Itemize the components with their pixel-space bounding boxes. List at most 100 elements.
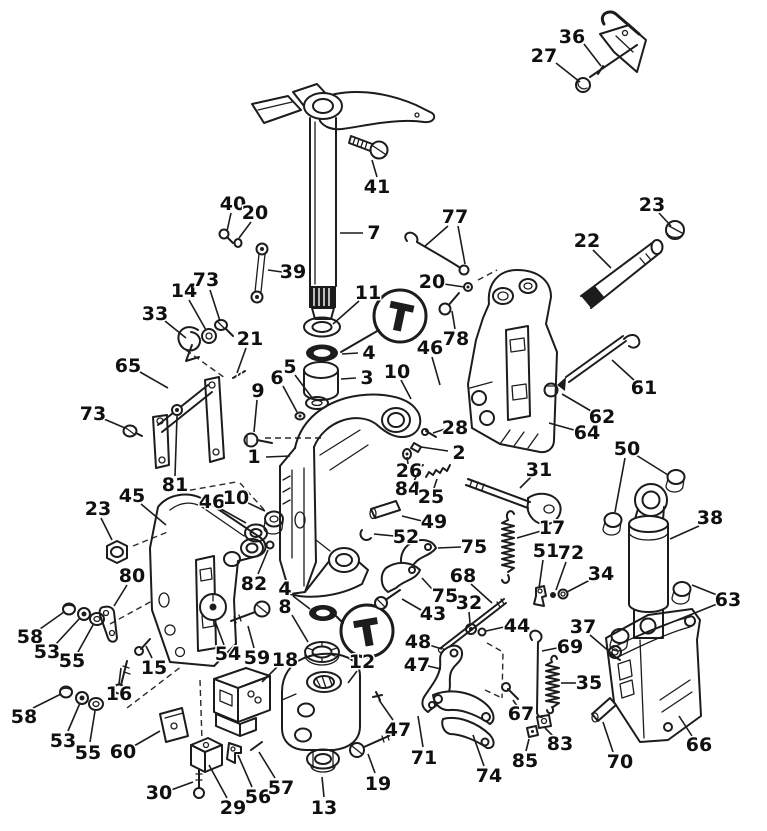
part-9-bolt xyxy=(243,432,273,448)
callout-10a: 10 xyxy=(384,361,410,383)
callout-leader-19 xyxy=(367,753,376,774)
callout-leader-84 xyxy=(413,470,420,482)
part-61-lock-rod xyxy=(557,334,641,391)
callout-47a: 47 xyxy=(404,654,430,676)
callout-70: 70 xyxy=(607,751,633,773)
callout-leader-67 xyxy=(512,699,518,707)
callout-leader-18 xyxy=(261,666,278,683)
callout-leader-22 xyxy=(592,249,612,269)
callout-17: 17 xyxy=(539,517,565,539)
callout-9: 9 xyxy=(251,380,264,402)
callout-leader-27 xyxy=(555,62,581,83)
callout-leader-38 xyxy=(669,525,700,540)
callout-63: 63 xyxy=(715,589,741,611)
callout-leader-51 xyxy=(538,559,544,589)
callout-48: 48 xyxy=(405,631,431,653)
callout-2: 2 xyxy=(452,442,465,464)
part-21-pin xyxy=(232,369,246,379)
callout-leader-55b xyxy=(89,710,96,743)
callout-leader-54 xyxy=(214,620,225,646)
callout-1: 1 xyxy=(247,446,260,468)
callout-66: 66 xyxy=(686,734,712,756)
part-2-clip xyxy=(410,442,422,453)
callout-55b: 55 xyxy=(75,742,101,764)
callout-34: 34 xyxy=(588,563,614,585)
callout-leader-10a xyxy=(400,379,412,400)
callout-leader-52 xyxy=(373,533,395,537)
part-38-shock-absorber xyxy=(628,483,669,639)
part-54-thrust-washer xyxy=(199,593,227,621)
part-64-stern-bracket-right xyxy=(467,269,558,454)
part-19-bolt xyxy=(349,733,392,758)
callout-leader-25 xyxy=(433,478,438,489)
callout-15: 15 xyxy=(141,657,167,679)
part-72-pin xyxy=(550,592,556,598)
callout-leader-68 xyxy=(470,583,493,604)
callout-leader-71 xyxy=(417,715,424,748)
callout-leader-2 xyxy=(420,446,449,452)
callout-20b: 20 xyxy=(419,271,445,293)
callout-18: 18 xyxy=(272,649,298,671)
callout-leader-73a xyxy=(209,289,221,322)
part-6-washer xyxy=(294,411,306,421)
callout-leader-62 xyxy=(561,393,592,412)
callout-58a: 58 xyxy=(17,626,43,648)
callout-64: 64 xyxy=(574,422,600,444)
callout-leader-78 xyxy=(451,310,456,330)
callout-82: 82 xyxy=(241,573,267,595)
callout-leader-58a xyxy=(39,611,65,630)
callout-leader-61 xyxy=(611,359,636,382)
callout-52: 52 xyxy=(393,526,419,548)
callout-16: 16 xyxy=(106,683,132,705)
part-62-bushing xyxy=(543,382,559,398)
callout-35: 35 xyxy=(576,672,602,694)
part-34-washer xyxy=(557,588,569,600)
callout-43: 43 xyxy=(420,603,446,625)
part-23-nut-left xyxy=(106,540,128,564)
part-44-pivot xyxy=(477,627,487,637)
callout-10b: 10 xyxy=(223,487,249,509)
callout-leader-73b xyxy=(103,418,126,429)
callout-80: 80 xyxy=(119,565,145,587)
callout-21: 21 xyxy=(237,328,263,350)
part-65-bracket xyxy=(122,376,225,469)
part-15-screw xyxy=(134,638,151,656)
part-40-screw xyxy=(218,228,243,248)
callout-leader-46a xyxy=(431,356,441,386)
callout-leader-77 xyxy=(423,225,449,248)
callout-leader-32 xyxy=(468,611,471,624)
part-4-seal-upper xyxy=(306,344,338,362)
part-18-clamp-block xyxy=(213,667,271,737)
callout-leader-13 xyxy=(321,776,325,798)
callout-81: 81 xyxy=(162,474,188,496)
part-25-spring xyxy=(425,464,451,478)
callout-leader-28 xyxy=(432,428,446,434)
callout-leader-11 xyxy=(332,300,360,325)
callout-11: 11 xyxy=(355,282,381,304)
callout-leader-30 xyxy=(170,781,194,791)
callout-85: 85 xyxy=(512,750,538,772)
callout-58b: 58 xyxy=(11,706,37,728)
part-1-swivel-bracket xyxy=(279,393,422,598)
callout-44: 44 xyxy=(504,615,530,637)
callout-leader-4b xyxy=(292,595,311,610)
callout-leader-21 xyxy=(236,347,247,374)
callout-83: 83 xyxy=(547,733,573,755)
callout-5: 5 xyxy=(283,356,296,378)
callout-leader-82 xyxy=(257,549,269,575)
callout-leader-16 xyxy=(118,667,122,685)
callout-51: 51 xyxy=(533,540,559,562)
callout-leader-81 xyxy=(174,415,178,477)
callout-leader-48 xyxy=(428,644,443,650)
callout-leader-63 xyxy=(632,603,718,639)
callout-leader-1 xyxy=(265,455,291,458)
callout-59: 59 xyxy=(244,647,270,669)
part-12-mount-housing xyxy=(281,652,361,751)
part-31-release-rod xyxy=(465,478,562,526)
callout-23b: 23 xyxy=(85,498,111,520)
callout-leader-59 xyxy=(247,625,255,649)
callout-leader-4a xyxy=(341,352,359,355)
callout-leader-53b xyxy=(67,702,81,732)
callout-33: 33 xyxy=(142,303,168,325)
